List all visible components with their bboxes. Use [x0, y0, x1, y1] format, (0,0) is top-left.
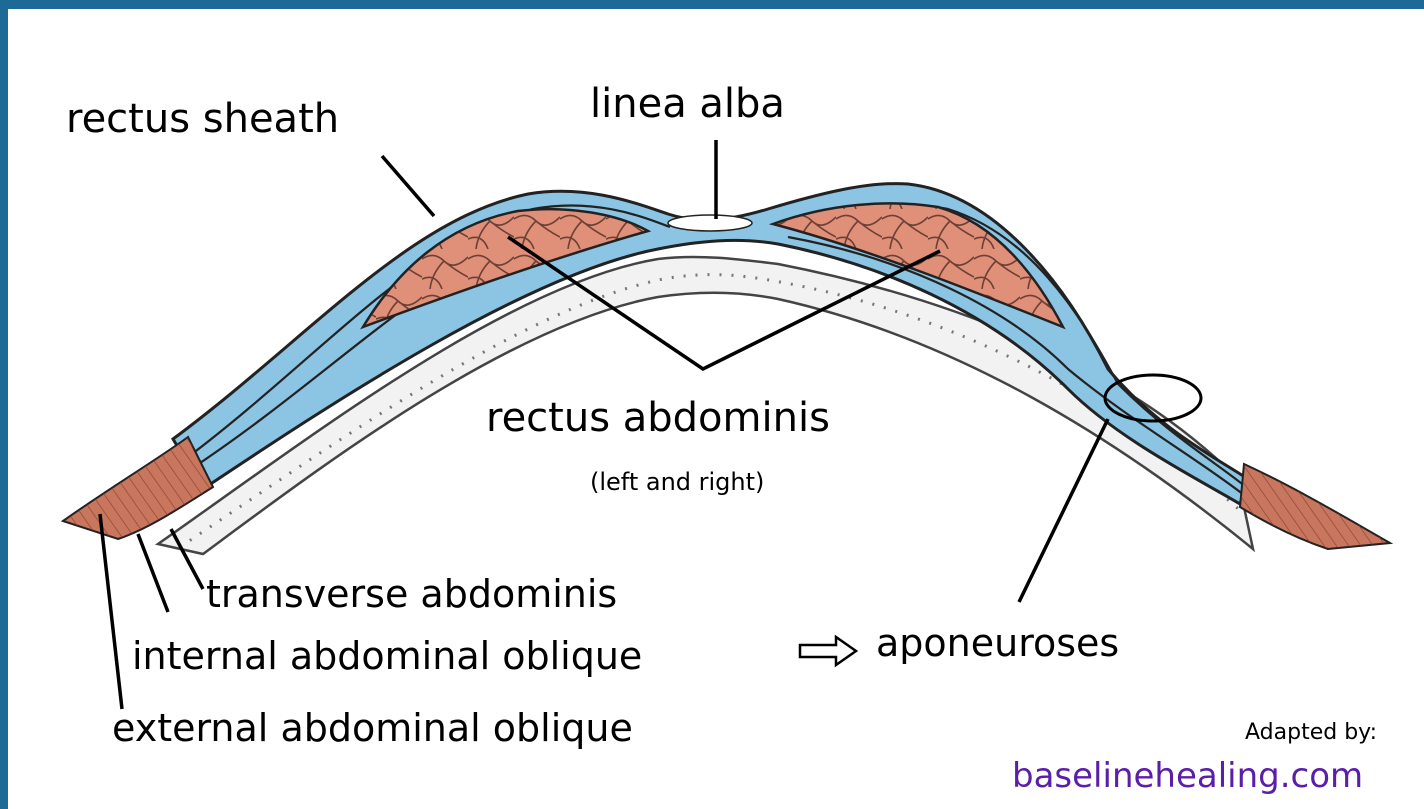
rectus-abdominis-note: (left and right)	[590, 468, 764, 496]
diagram-canvas: rectus sheath linea alba rectus abdomini…	[8, 9, 1424, 809]
linea-alba-shape	[668, 215, 752, 231]
rectus-sheath-label: rectus sheath	[66, 96, 339, 142]
rectus-abdominis-label: rectus abdominis	[486, 395, 830, 441]
external-oblique-label: external abdominal oblique	[112, 706, 633, 750]
arrow-icon	[800, 637, 856, 665]
aponeuroses-label: aponeuroses	[876, 621, 1119, 665]
internal-oblique-label: internal abdominal oblique	[132, 634, 642, 678]
website-link[interactable]: baselinehealing.com	[1012, 756, 1363, 796]
linea-alba-label: linea alba	[590, 81, 785, 127]
transverse-abdominis-label: transverse abdominis	[206, 572, 617, 616]
adapted-by-label: Adapted by:	[1245, 720, 1377, 745]
